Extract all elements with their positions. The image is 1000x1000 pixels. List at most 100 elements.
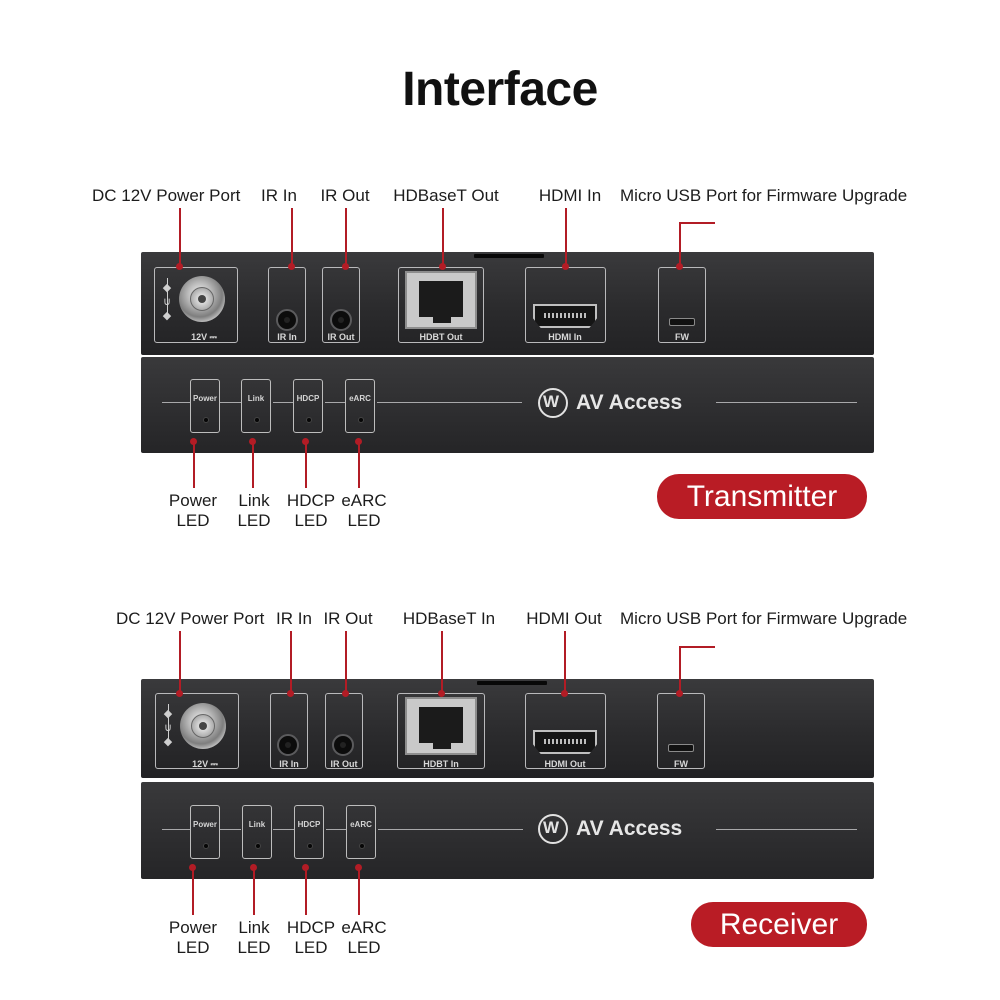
dc-port-frame [154,267,238,343]
logo-mark-icon: W [538,814,568,844]
hdbt-port-label: HDBT In [423,759,459,769]
dc-center-icon: ∪ [163,722,173,734]
link-led-text: Link [248,820,266,829]
leader-ir-out [345,208,347,265]
dc-power-jack[interactable] [179,276,225,322]
leader-usb-h [681,646,715,648]
dc-port-label: 12V ⎓ [191,332,217,342]
ir-out-jack[interactable] [330,309,352,331]
dc-port-label: 12V ⎓ [192,759,218,769]
receiver-rear-panel [141,679,874,778]
dc-polarity-icon-2: ◆ [163,736,173,748]
leader-usb [679,222,681,265]
ir-in-jack[interactable] [276,309,298,331]
hdbt-port-label: HDBT Out [419,332,463,342]
front-line [220,402,241,403]
page-title: Interface [402,63,598,116]
micro-usb-port[interactable] [668,744,694,752]
dc-polarity-icon: ◆ [162,282,172,294]
vent-slot [474,254,544,258]
earc-led-indicator: eARC [345,379,375,433]
earc-led-text: eARC [349,394,371,403]
leader-dot [287,690,294,697]
label-dc-power-port: DC 12V Power Port [92,186,241,205]
label-ir-in: IR In [261,186,297,205]
av-access-logo: W AV Access [538,388,682,418]
hdcp-led-indicator: HDCP [293,379,323,433]
leader-power-led [193,441,195,488]
ir-out-frame [325,693,363,769]
leader-hdbt [441,631,443,692]
leader-ir-in [290,631,292,692]
leader-link-led [253,867,255,915]
leader-power-led [192,867,194,915]
leader-hdcp-led [305,867,307,915]
earc-led-text: eARC [350,820,372,829]
dc-power-jack[interactable] [180,703,226,749]
hdmi-out-port[interactable] [533,730,597,754]
fw-port-label: FW [674,759,688,769]
logo-text: AV Access [576,817,683,840]
hdbt-rj45-port[interactable] [405,271,477,329]
hdcp-led-text: HDCP [297,820,321,829]
dc-center-icon: ∪ [162,296,172,308]
transmitter-badge: Transmitter [657,474,867,519]
label-dc-power-port: DC 12V Power Port [116,609,265,628]
fw-frame [657,693,705,769]
front-line [716,402,857,403]
leader-usb [679,646,681,692]
power-led-text: Power [192,394,217,403]
leader-dot [439,263,446,270]
leader-earc-led [358,441,360,488]
ir-in-jack[interactable] [277,734,299,756]
logo-text: AV Access [576,391,683,414]
hdmi-in-port[interactable] [533,304,597,328]
leader-dot [288,263,295,270]
leader-hdmi [565,208,567,265]
label-hdbaset-in: HDBaseT In [402,609,496,628]
leader-ir-out [345,631,347,692]
front-line [273,829,294,830]
ir-in-port-label: IR In [277,332,297,342]
front-line [716,829,857,830]
leader-dot [562,263,569,270]
ir-out-frame [322,267,360,343]
receiver-badge: Receiver [691,902,867,947]
receiver-front-panel [141,782,874,879]
leader-dot [676,263,683,270]
leader-hdcp-led [305,441,307,488]
micro-usb-port[interactable] [669,318,695,326]
leader-dot [176,263,183,270]
earc-led-indicator: eARC [346,805,376,859]
vent-slot [477,681,547,685]
ir-out-jack[interactable] [332,734,354,756]
hdcp-led-text: HDCP [296,394,320,403]
leader-link-led [252,441,254,488]
label-micro-usb: Micro USB Port for Firmware Upgrade [620,186,908,205]
label-micro-usb: Micro USB Port for Firmware Upgrade [620,609,908,628]
link-led-indicator: Link [242,805,272,859]
front-line [377,402,522,403]
link-led-text: Link [247,394,265,403]
transmitter-front-panel [141,357,874,453]
front-line [162,829,190,830]
dc-port-frame [155,693,239,769]
hdbt-rj45-port[interactable] [405,697,477,755]
transmitter-rear-panel [141,252,874,355]
leader-dot [561,690,568,697]
front-line [378,829,523,830]
leader-earc-led [358,867,360,915]
hdmi-port-label: HDMI Out [544,759,586,769]
power-led-indicator: Power [190,805,220,859]
fw-port-label: FW [675,332,689,342]
label-hdmi-in: HDMI In [538,186,602,205]
front-line [273,402,293,403]
leader-dot [676,690,683,697]
